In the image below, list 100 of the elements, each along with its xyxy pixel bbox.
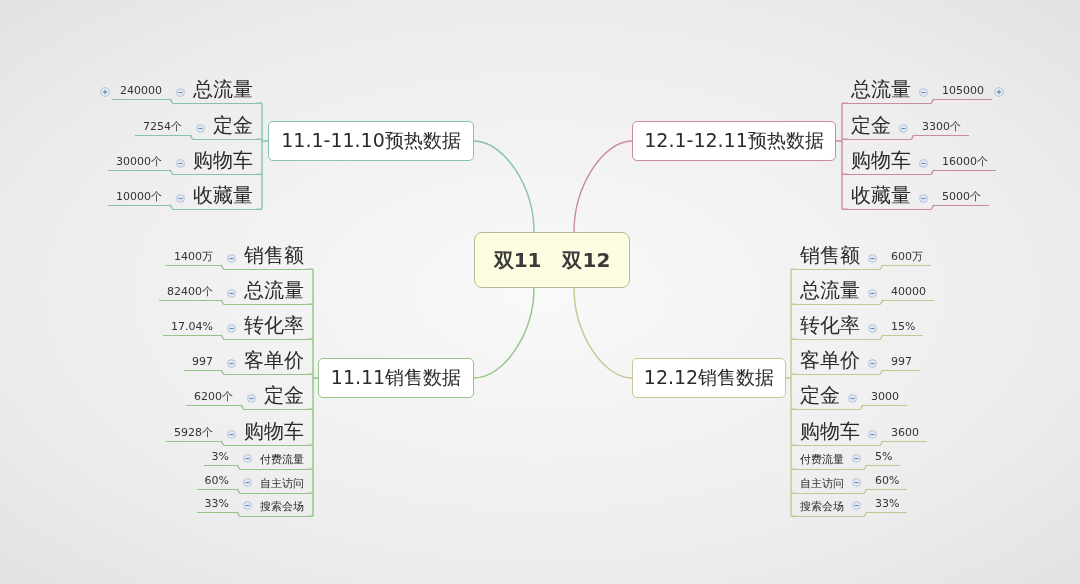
- connector-line: [306, 408, 314, 410]
- connector-line: [790, 338, 798, 340]
- branch-topic: [632, 121, 836, 161]
- value-topic: [135, 119, 190, 136]
- connector-line: [785, 268, 792, 517]
- value-label: 15%: [891, 319, 916, 335]
- connector-line: [312, 268, 319, 517]
- value-topic: [867, 473, 908, 490]
- connector-line: [306, 468, 314, 470]
- value-topic: [203, 449, 237, 466]
- connector-line: [879, 264, 884, 270]
- subtopic-label: 购物车: [851, 147, 911, 174]
- connector-line: [473, 287, 535, 379]
- subtopic-label: 购物车: [244, 418, 304, 445]
- subtopic: [240, 497, 307, 517]
- connector-line: [790, 268, 798, 270]
- value-label: 5928个: [174, 425, 213, 441]
- connector-line: [306, 444, 314, 446]
- subtopic-label: 搜索会场: [260, 499, 304, 515]
- subtopic-label: 自主访问: [260, 476, 304, 492]
- value-topic: [883, 425, 927, 442]
- subtopic-label: 定金: [213, 112, 253, 139]
- value-topic: [883, 354, 920, 371]
- connector-line: [306, 303, 314, 305]
- value-topic: [108, 154, 170, 171]
- value-label: 33%: [204, 496, 229, 512]
- value-topic: [883, 319, 924, 336]
- connector-line: [306, 268, 314, 270]
- connector-line: [255, 138, 263, 140]
- connector-line: [573, 140, 633, 233]
- topic-label: 11.1-11.10预热数据: [281, 128, 461, 153]
- connector-line: [255, 208, 263, 210]
- connector-line: [790, 468, 798, 470]
- connector-line: [790, 444, 798, 446]
- subtopic-label: 总流量: [193, 76, 253, 103]
- subtopic-label: 客单价: [244, 347, 304, 374]
- connector-line: [790, 408, 798, 410]
- value-label: 17.04%: [171, 319, 213, 335]
- value-label: 1400万: [174, 249, 213, 265]
- connector-line: [841, 208, 849, 210]
- connector-line: [879, 369, 884, 375]
- connector-line: [930, 169, 935, 175]
- connector-line: [863, 488, 868, 494]
- connector-line: [236, 464, 241, 470]
- branch-topic: [318, 358, 474, 398]
- subtopic-label: 转化率: [244, 312, 304, 339]
- branch-topic: [632, 358, 786, 398]
- value-label: 60%: [875, 473, 900, 489]
- topic-label: 12.1-12.11预热数据: [644, 128, 824, 153]
- connector-line: [220, 264, 225, 270]
- value-topic: [934, 154, 996, 171]
- subtopic-label: 总流量: [244, 277, 304, 304]
- connector-line: [790, 373, 798, 375]
- connector-line: [306, 373, 314, 375]
- value-label: 5000个: [942, 189, 981, 205]
- value-label: 5%: [875, 449, 893, 465]
- subtopic-label: 购物车: [800, 418, 860, 445]
- central-topic: [474, 232, 630, 288]
- connector-line: [841, 138, 849, 140]
- topic-label: 双11 双12: [493, 246, 611, 274]
- branch-topic: [268, 121, 474, 161]
- value-label: 7254个: [143, 119, 182, 135]
- subtopic-label: 定金: [264, 382, 304, 409]
- connector-line: [189, 134, 194, 140]
- value-topic: [867, 496, 908, 513]
- value-topic: [112, 83, 170, 100]
- value-topic: [186, 389, 241, 406]
- subtopic-label: 付费流量: [260, 452, 304, 468]
- connector-line: [220, 299, 225, 305]
- value-label: 60%: [204, 473, 229, 489]
- topic-label: 11.11销售数据: [330, 365, 462, 390]
- connector-line: [169, 169, 174, 175]
- value-topic: [166, 425, 221, 442]
- value-label: 33%: [875, 496, 900, 512]
- subtopic-label: 自主访问: [800, 476, 844, 492]
- connector-line: [930, 204, 935, 210]
- value-label: 3300个: [922, 119, 961, 135]
- value-topic: [883, 249, 931, 266]
- value-label: 105000: [942, 83, 984, 99]
- value-topic: [166, 249, 221, 266]
- connector-line: [790, 492, 798, 494]
- connector-line: [255, 173, 263, 175]
- subtopic-label: 收藏量: [851, 182, 911, 209]
- connector-line: [790, 303, 798, 305]
- subtopic-label: 总流量: [851, 76, 911, 103]
- value-topic: [883, 284, 934, 301]
- value-topic: [196, 473, 237, 490]
- connector-line: [255, 102, 263, 104]
- connector-line: [473, 140, 535, 233]
- connector-line: [240, 404, 245, 410]
- value-topic: [196, 496, 237, 513]
- connector-line: [220, 334, 225, 340]
- connector-line: [841, 173, 849, 175]
- value-topic: [867, 449, 901, 466]
- subtopic-label: 付费流量: [800, 452, 844, 468]
- value-label: 240000: [120, 83, 162, 99]
- value-label: 997: [891, 354, 912, 370]
- value-label: 30000个: [116, 154, 162, 170]
- value-topic: [934, 83, 992, 100]
- value-label: 40000: [891, 284, 926, 300]
